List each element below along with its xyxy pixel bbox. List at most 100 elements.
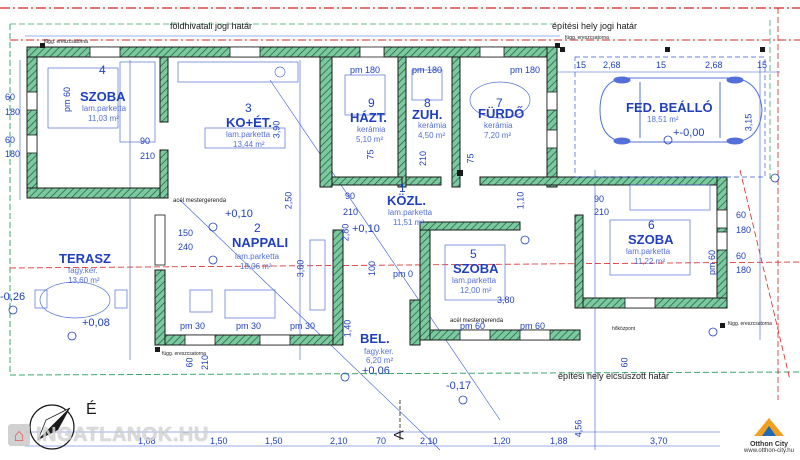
wall-top-middle	[383, 46, 558, 58]
section-marker: A	[390, 430, 407, 440]
furniture	[34, 61, 711, 319]
dim-win-10: 100	[367, 260, 378, 277]
dim-win-18: 60	[619, 357, 630, 368]
wall-bottom-room4	[26, 187, 168, 199]
bottom-dim-2: 1,50	[210, 436, 228, 446]
wall-room5-top	[419, 221, 521, 231]
dim-win-16: 75	[465, 153, 476, 164]
room-2-number: 2	[254, 221, 261, 235]
carport-dim-3: 15	[576, 60, 587, 70]
parapet-2: pm 180	[412, 65, 443, 75]
carport-dim-4: 15	[656, 60, 667, 70]
armchair-living	[189, 289, 213, 313]
bottom-dim-7: 1,20	[493, 436, 511, 446]
room-9-number: 9	[368, 96, 375, 110]
otthon-city-url: www.otthon-city.hu	[744, 448, 794, 454]
bottom-dim-9: 3,70	[650, 436, 668, 446]
room-3-floor: lam.parketta	[226, 130, 271, 139]
entry-level: +0,06	[362, 365, 390, 377]
room-1-name: KÖZL.	[387, 193, 426, 208]
wall-room5-left	[419, 221, 431, 341]
dim-win-14: 60	[184, 357, 195, 368]
room-9-area: 5,10 m²	[356, 135, 384, 144]
parapet-10: pm 60	[460, 321, 486, 331]
room-2-area: 18,06 m²	[240, 262, 272, 271]
drainage-label-2: függ. ereszcsatorna	[565, 35, 609, 41]
bottom-dim-5: 70	[376, 436, 387, 446]
parapet-9: pm 0	[393, 269, 414, 279]
terrace-table	[39, 281, 111, 319]
walls	[26, 46, 728, 346]
dim-door-3: 150	[178, 228, 194, 238]
room-2-name: NAPPALI	[232, 235, 289, 250]
steel-beam-label-1: acél mestergerenda	[173, 198, 227, 204]
wardrobe-room4	[119, 61, 156, 143]
steel-beam-label-2: acél mestergerenda	[450, 318, 504, 324]
level-markers	[8, 135, 780, 405]
wall-right-house	[546, 46, 558, 188]
bathtub	[469, 81, 531, 119]
room-1-area: 11,51 m²	[393, 218, 424, 227]
red-mid-line	[9, 261, 800, 269]
room-6-floor: lam.parketta	[626, 247, 671, 256]
site-legal-label: építési hely jogi határ	[552, 21, 638, 31]
bottom-extra-dim: 4,56	[573, 419, 584, 438]
dim-door-4: 240	[178, 242, 194, 252]
parapet-6: pm 30	[180, 321, 206, 331]
dim-win-12: 90	[594, 194, 605, 204]
room-5-area: 12,00 m²	[460, 286, 492, 295]
dim-door-7: 2,50	[283, 191, 294, 210]
dim-door-5: 3,90	[271, 120, 282, 139]
room-4-area: 11,03 m²	[88, 114, 119, 123]
hob	[274, 66, 286, 78]
carport-outline	[574, 56, 766, 178]
wall-entry-right	[409, 299, 421, 346]
sofa-living	[224, 289, 276, 319]
wall-living-right	[332, 229, 344, 346]
outside-level: -0,17	[446, 380, 472, 392]
carport-name: FED. BEÁLLÓ	[626, 100, 713, 115]
dining-table	[204, 127, 286, 149]
room-6-area: 11,22 m²	[634, 257, 665, 266]
room-7-area: 7,20 m²	[484, 131, 512, 140]
room-1-floor: lam.parketta	[388, 208, 433, 217]
wall-top	[26, 46, 361, 58]
room-4-number: 4	[99, 63, 106, 77]
otthon-city-logo-icon	[754, 418, 784, 436]
drainage-label-1: függ. ereszcsatorna	[44, 39, 88, 45]
sewer-label: hőközpont	[612, 326, 636, 332]
otthon-city-name: Otthon City	[749, 441, 789, 448]
dim-door-2: 210	[140, 151, 156, 161]
openings	[26, 46, 728, 346]
carport-dim-5: 15	[757, 60, 768, 70]
dim-win-2: 180	[5, 107, 21, 117]
bed-room6	[609, 219, 691, 276]
wall-h-mid3	[479, 176, 728, 186]
car-icon	[599, 76, 763, 145]
dim-win-15: 210	[200, 354, 211, 371]
parapet-5: pm 60	[707, 249, 718, 276]
dim-win-4: 180	[5, 149, 21, 159]
drainage-markers	[40, 43, 765, 352]
parapet-4: pm 60	[62, 86, 73, 113]
carport-area: 18,51 m²	[647, 115, 679, 124]
bottom-dim-3: 1,50	[265, 436, 283, 446]
wardrobe-room6	[629, 184, 711, 211]
terrace-name: TERASZ	[59, 251, 111, 266]
room-5-floor: lam.parketta	[452, 276, 497, 285]
dimension-lines	[19, 35, 780, 451]
parapet-1: pm 180	[350, 65, 381, 75]
dim-door-12: 75	[365, 149, 376, 160]
dim-door-8: 2,80	[340, 223, 351, 242]
dim-win-3: 60	[5, 135, 16, 145]
washer	[344, 74, 386, 116]
room-9-floor: kerámia	[357, 125, 386, 134]
terrace-left-level: -0,26	[0, 291, 26, 303]
entry-floor: fagy.ker.	[364, 347, 394, 356]
room-7-floor: kerámia	[484, 121, 513, 130]
otthon-city-logo: Otthon City www.otthon-city.hu	[740, 416, 798, 458]
boundary-lines	[0, 7, 800, 400]
wall-living-left	[154, 269, 166, 346]
terrace-floor: fagy.ker.	[68, 266, 98, 275]
